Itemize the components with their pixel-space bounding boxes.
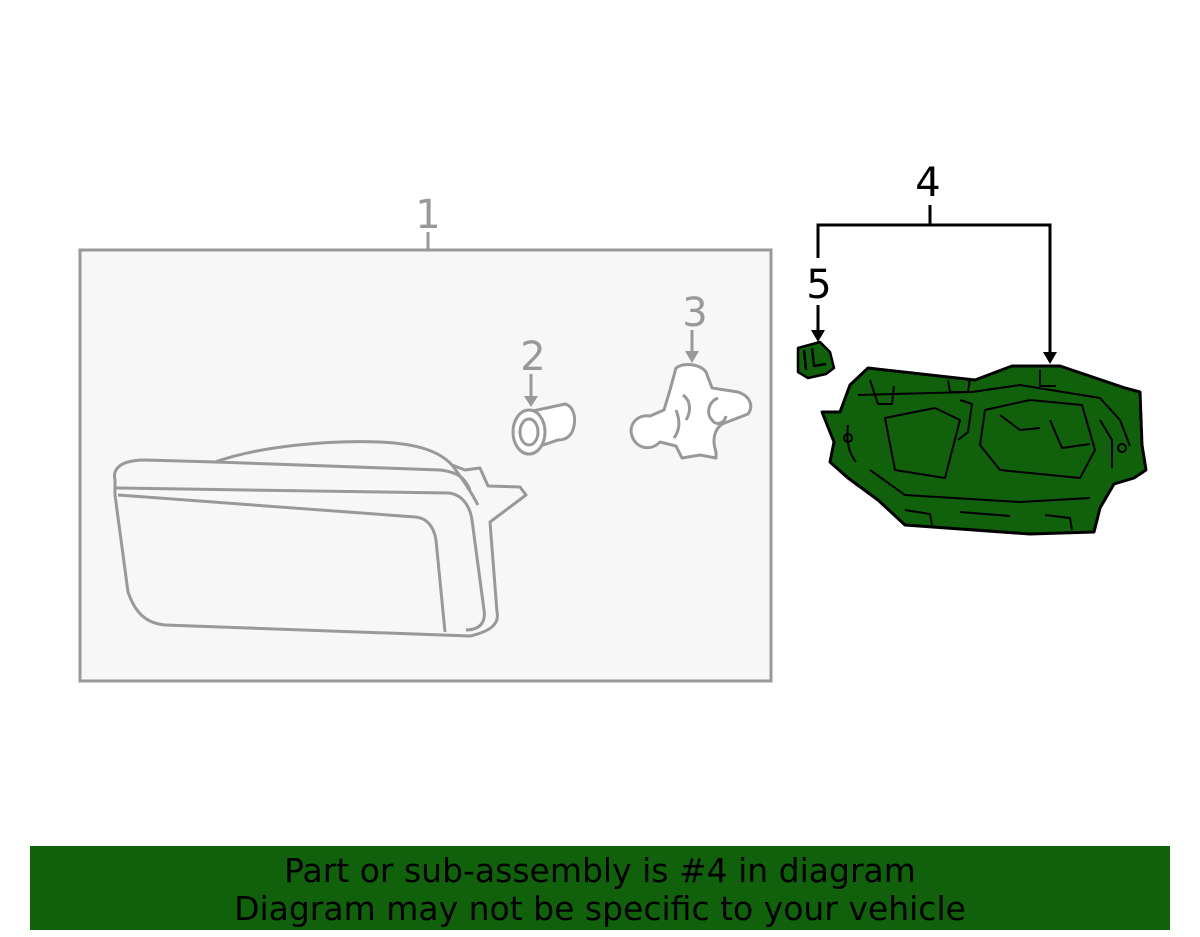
callout-5: 5 [806, 262, 831, 308]
bulb-part-2 [511, 402, 577, 456]
bracket-part-4 [820, 364, 1148, 536]
callout-1: 1 [415, 192, 440, 238]
callout-3-arrowhead [685, 351, 699, 363]
banner-line-2: Diagram may not be specific to your vehi… [234, 889, 966, 928]
callout-4: 4 [915, 160, 940, 206]
callout-4-bracket [816, 205, 1052, 355]
socket-part-3 [629, 363, 753, 460]
callout-3: 3 [682, 290, 707, 336]
info-banner: Part or sub-assembly is #4 in diagram Di… [30, 846, 1170, 930]
assembly-box [78, 248, 773, 683]
clip-part-5 [796, 340, 836, 380]
callout-4-arrowhead [1043, 352, 1057, 364]
fog-lamp-assembly-group: 1 2 3 [78, 192, 773, 683]
callout-2: 2 [520, 334, 545, 380]
banner-line-1: Part or sub-assembly is #4 in diagram [284, 851, 916, 890]
callout-5-arrowhead [811, 330, 825, 342]
callout-2-arrowhead [524, 396, 538, 407]
fog-lamp-housing [112, 440, 528, 638]
